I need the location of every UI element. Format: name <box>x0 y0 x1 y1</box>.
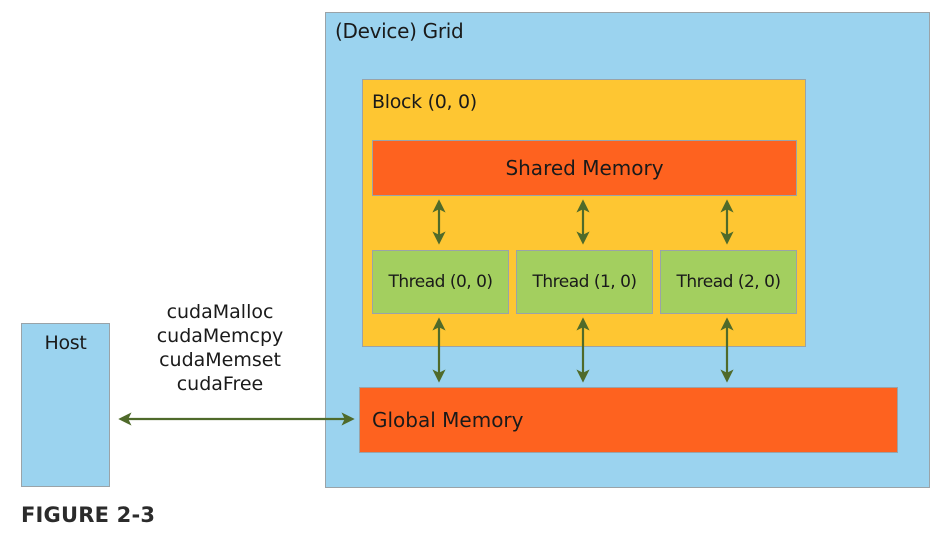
api-call-memcpy: cudaMemcpy <box>156 325 284 347</box>
api-call-free: cudaFree <box>176 373 264 395</box>
block-label: Block (0, 0) <box>372 91 477 113</box>
shared-memory-box: Shared Memory <box>372 140 797 196</box>
host-label: Host <box>44 332 87 354</box>
thread-label: Thread (2, 0) <box>676 272 781 292</box>
block-box: Block (0, 0) Shared Memory Thread (0, 0)… <box>362 79 806 347</box>
thread-box: Thread (0, 0) <box>372 250 509 314</box>
device-grid: (Device) Grid Block (0, 0) Shared Memory… <box>325 12 930 488</box>
thread-box: Thread (2, 0) <box>660 250 797 314</box>
cuda-api-list: cudaMalloc cudaMemcpy cudaMemset cudaFre… <box>140 300 300 396</box>
shared-memory-label: Shared Memory <box>505 156 664 180</box>
grid-label: (Device) Grid <box>335 19 464 43</box>
global-memory-label: Global Memory <box>372 408 524 432</box>
thread-label: Thread (0, 0) <box>388 272 493 292</box>
thread-label: Thread (1, 0) <box>532 272 637 292</box>
global-memory-box: Global Memory <box>359 387 898 453</box>
api-call-malloc: cudaMalloc <box>166 301 274 323</box>
api-call-memset: cudaMemset <box>159 349 281 371</box>
host-box: Host <box>21 323 110 487</box>
thread-box: Thread (1, 0) <box>516 250 653 314</box>
figure-caption: FIGURE 2-3 <box>21 503 156 527</box>
